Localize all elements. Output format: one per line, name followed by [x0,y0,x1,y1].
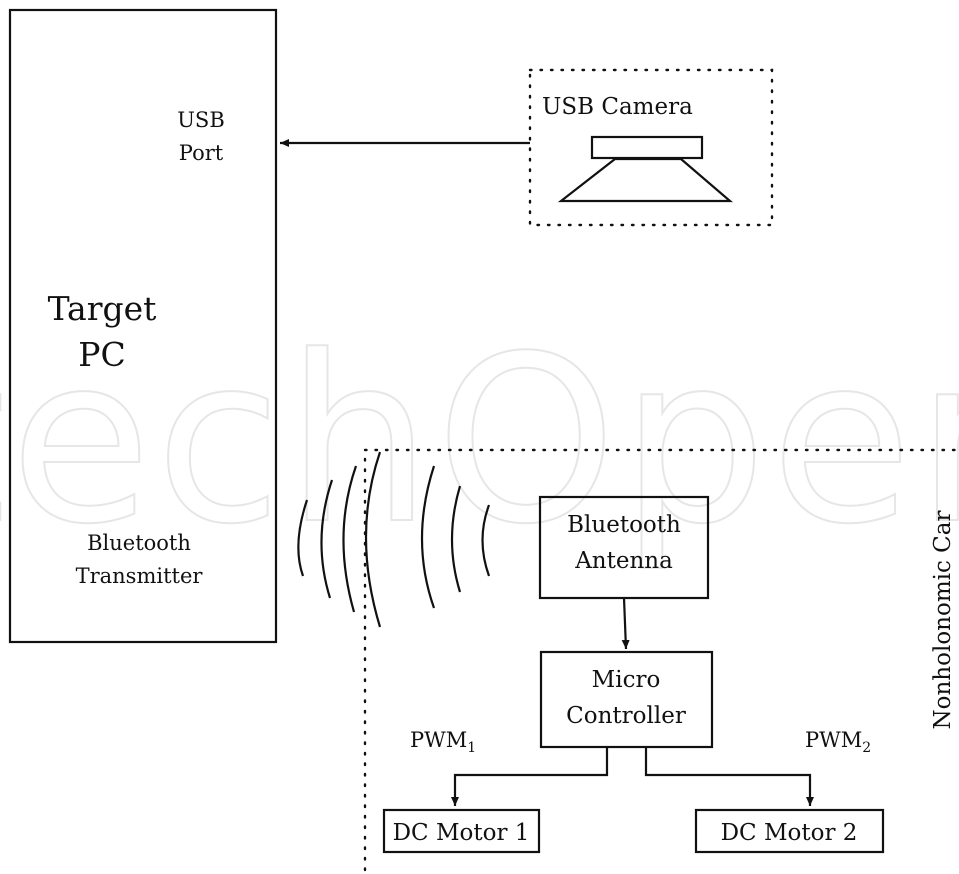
antenna-to-controller-arrow [621,597,630,650]
target-pc-title-line2: PC [78,335,125,374]
pwm2-label: PWM2 [805,728,871,756]
controller-box [539,650,714,749]
camera-body [590,135,704,160]
motor2-box [694,808,885,854]
pwm2-label-sub: 2 [862,740,871,756]
car-label: Nonholonomic Car [930,511,956,730]
motor1-box [382,808,541,854]
car-dotted-boundary [363,448,959,872]
camera-label: USB Camera [542,94,693,120]
motor1-label: DC Motor 1 [393,820,530,846]
pwm1-label-text: PWM [410,728,467,752]
bt-transmitter-label-line1: Bluetooth [87,531,191,555]
watermark-logo: IntechOpen [0,308,959,575]
controller-to-motor2-arrow [644,747,814,806]
target-pc-box [8,8,278,644]
target-pc-title-line1: Target [48,289,157,328]
bt-transmitter-label-line2: Transmitter [76,564,204,588]
pwm1-label-sub: 1 [467,740,476,756]
pwm1-label: PWM1 [410,728,476,756]
usb-port-label-line1: USB [177,108,225,132]
controller-label-line2: Controller [566,703,686,729]
bt-antenna-label-line1: Bluetooth [567,512,681,538]
controller-label-line1: Micro [592,667,661,693]
pwm2-label-text: PWM [805,728,862,752]
bt-antenna-label-line2: Antenna [574,548,673,574]
motor2-label: DC Motor 2 [721,820,858,846]
wireless-signal-icon [297,451,491,628]
usb-port-label-line2: Port [179,141,224,165]
controller-to-motor1-arrow [451,747,609,806]
camera-dotted-boundary [528,68,774,227]
camera-lens-base [557,157,733,203]
